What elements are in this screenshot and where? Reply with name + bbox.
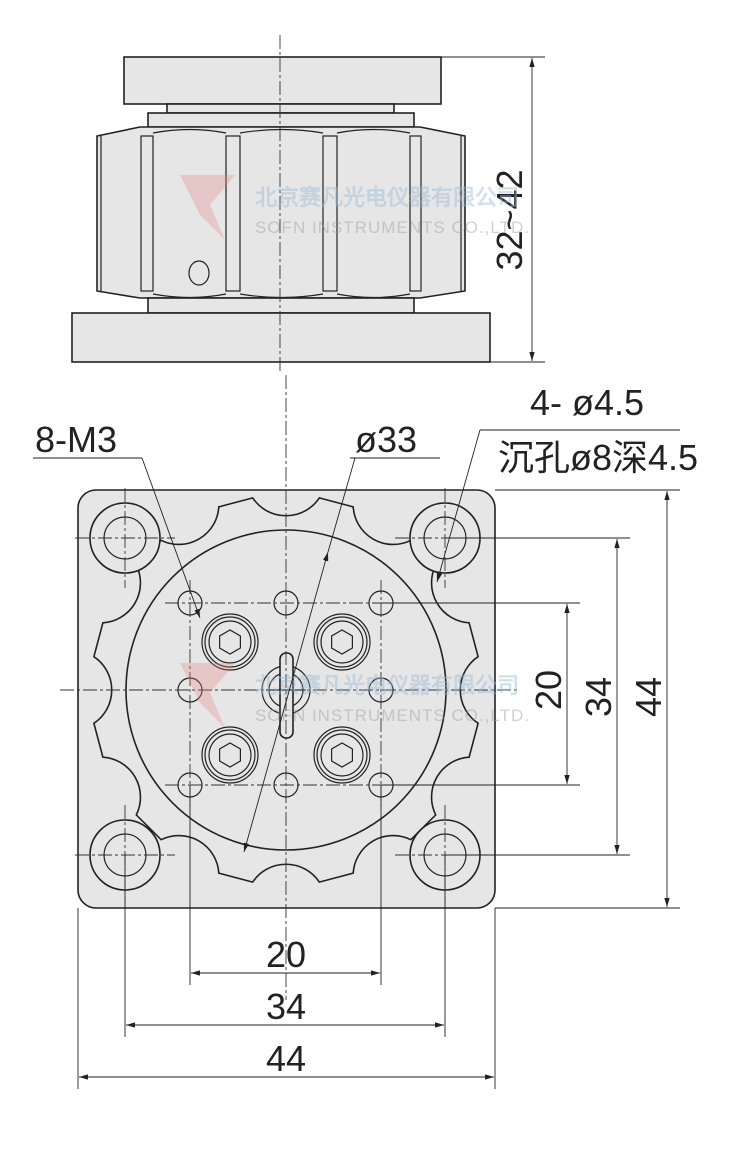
pin-hole [188,260,210,286]
logo-icon [180,663,235,728]
thread-label: 8-M3 [35,419,117,460]
hex-body [96,126,466,299]
hex-socket-icon [219,629,241,655]
mount-hole-label: 4- ø4.5 [530,382,644,423]
side-view: 32~42 [71,35,545,372]
watermark-en: SOFN INSTRUMENTS CO.,LTD. [255,706,530,725]
dim-44-v: 44 [628,677,669,717]
diameter-label: ø33 [355,419,417,460]
dim-20-h: 20 [266,934,306,975]
logo-icon [180,175,235,240]
watermark-cn: 北京赛凡光电仪器有限公司 [255,673,519,699]
horizontal-dimensions: 20 34 44 [77,785,496,1089]
watermark-cn: 北京赛凡光电仪器有限公司 [255,185,519,211]
diameter-callout: ø33 [243,419,440,853]
upper-collar [147,112,415,128]
dim-20-v: 20 [528,670,569,710]
dim-34-v: 34 [578,677,619,717]
neck [166,103,395,114]
dim-44-h: 44 [266,1038,306,1079]
dim-34-h: 34 [266,986,306,1027]
base-plate [71,312,491,363]
thread-callout: 8-M3 [33,419,201,619]
hex-socket-icon [331,629,353,655]
watermark-en: SOFN INSTRUMENTS CO.,LTD. [255,218,530,237]
top-plate [123,56,442,105]
mount-hole-callout: 4- ø4.5 沉孔ø8深4.5 [436,382,698,583]
cap-screws [201,613,371,784]
height-dimension: 32~42 [441,56,545,363]
counterbore-label: 沉孔ø8深4.5 [498,437,698,478]
vertical-dimensions: 20 34 44 [381,489,680,909]
hex-socket-icon [331,742,353,768]
watermark-top: 北京赛凡光电仪器有限公司 SOFN INSTRUMENTS CO.,LTD. [180,175,530,240]
hex-socket-icon [219,742,241,768]
lower-collar [147,297,415,314]
height-dim-text: 32~42 [489,169,530,270]
top-view: 北京赛凡光电仪器有限公司 SOFN INSTRUMENTS CO.,LTD. 北… [33,175,698,1089]
